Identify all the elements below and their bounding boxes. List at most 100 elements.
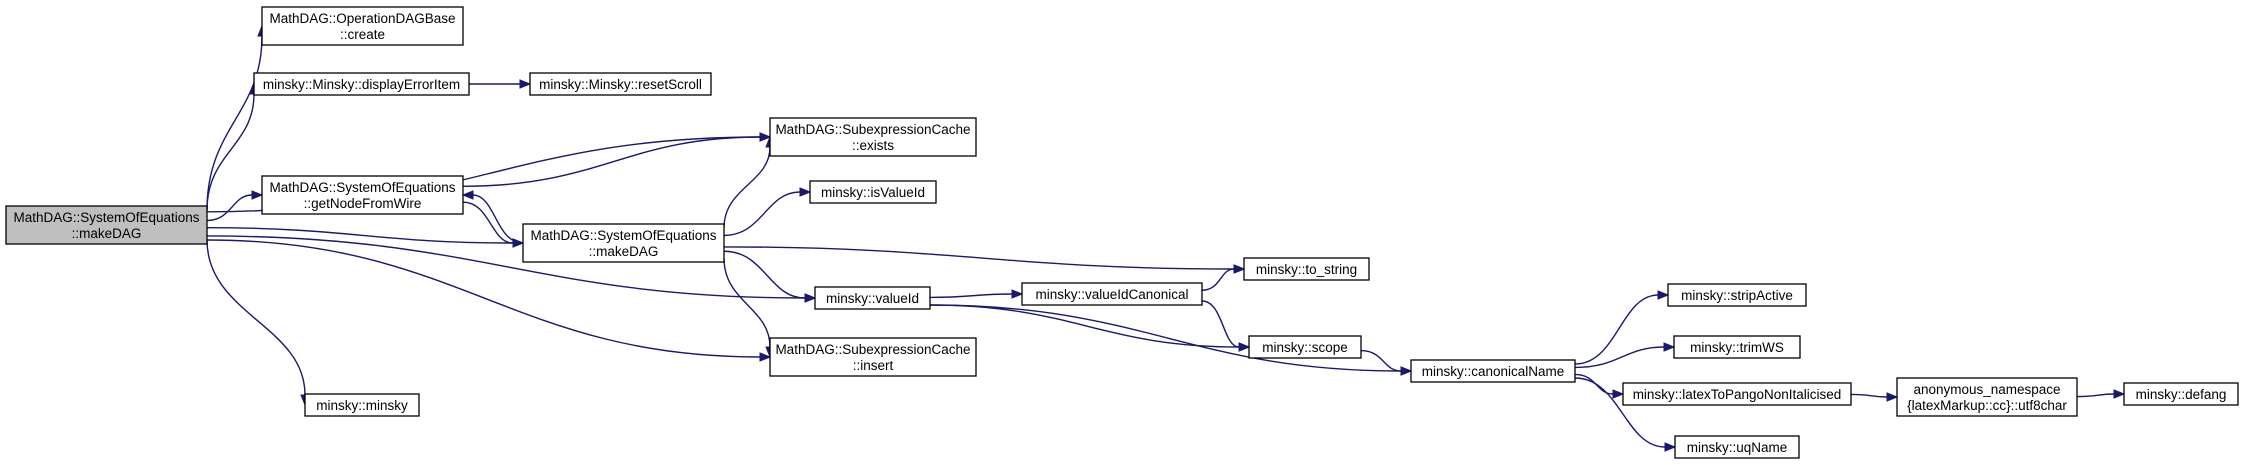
- edge-line: [472, 194, 524, 244]
- edge-line: [1574, 377, 1666, 448]
- edge-valueId-to-scope: [929, 304, 1251, 352]
- node-label: minsky::isValueId: [821, 185, 925, 200]
- edge-line: [206, 35, 263, 211]
- node-box: [1622, 382, 1852, 406]
- edge-line: [206, 239, 306, 396]
- edge-valueIdCanonical-to-to_string: [1201, 264, 1246, 291]
- edge-line: [206, 227, 514, 244]
- edge-line: [206, 194, 253, 222]
- node-valueId[interactable]: minsky::valueId: [814, 286, 931, 310]
- edge-line: [723, 146, 771, 229]
- node-label: minsky::latexToPangoNonItalicised: [1633, 387, 1842, 402]
- node-makeDAG2[interactable]: MathDAG::SystemOfEquations::makeDAG: [522, 223, 725, 263]
- node-box: [304, 393, 420, 417]
- edge-canonicalName-to-uqName: [1574, 377, 1677, 452]
- edge-line: [929, 304, 1240, 348]
- node-label: MathDAG::OperationDAGBase: [269, 11, 455, 26]
- edge-makeDAG_root-to-getNodeFromWire: [206, 190, 264, 222]
- node-scope[interactable]: minsky::scope: [1248, 335, 1362, 359]
- node-trimWS[interactable]: minsky::trimWS: [1673, 335, 1801, 359]
- edge-line: [1201, 268, 1235, 291]
- edge-line: [929, 293, 1013, 299]
- edge-canonicalName-to-trimWS: [1574, 342, 1676, 369]
- node-makeDAG_root[interactable]: MathDAG::SystemOfEquations::makeDAG: [5, 205, 208, 245]
- node-box: [1667, 283, 1807, 307]
- edge-line: [723, 191, 801, 237]
- edge-line: [462, 136, 761, 187]
- edge-line: [723, 257, 771, 348]
- node-box: [522, 223, 725, 263]
- node-label: ::makeDAG: [589, 244, 659, 259]
- node-OpDAGBase_create[interactable]: MathDAG::OperationDAGBase::create: [261, 6, 464, 46]
- node-label: {latexMarkup::cc}::utf8char: [1907, 398, 2067, 413]
- edge-displayErrorItem-to-resetScroll: [469, 79, 532, 89]
- node-resetScroll[interactable]: minsky::Minsky::resetScroll: [529, 72, 712, 96]
- node-valueIdCanonical[interactable]: minsky::valueIdCanonical: [1021, 282, 1203, 306]
- node-label: minsky::trimWS: [1690, 340, 1784, 355]
- node-defang[interactable]: minsky::defang: [2123, 382, 2239, 406]
- node-label: MathDAG::SystemOfEquations: [530, 228, 716, 243]
- node-box: [1021, 282, 1203, 306]
- arrowhead-icon: [804, 293, 817, 303]
- node-label: minsky::stripActive: [1681, 288, 1793, 303]
- node-to_string[interactable]: minsky::to_string: [1243, 257, 1370, 281]
- arrowhead-icon: [1238, 342, 1251, 352]
- edge-line: [723, 246, 1235, 270]
- node-label: minsky::to_string: [1256, 262, 1357, 277]
- node-getNodeFromWire[interactable]: MathDAG::SystemOfEquations::getNodeFromW…: [261, 175, 464, 215]
- node-box: [2123, 382, 2239, 406]
- edge-makeDAG2-to-valueId: [723, 250, 817, 303]
- node-box: [769, 337, 977, 377]
- edge-line: [462, 201, 514, 244]
- node-minsky_minsky[interactable]: minsky::minsky: [304, 393, 420, 417]
- node-label: minsky::valueIdCanonical: [1035, 287, 1188, 302]
- edge-makeDAG_root-to-OpDAGBase_create: [206, 24, 267, 211]
- edge-line: [2076, 393, 2115, 398]
- edge-makeDAG_root-to-cache_insert: [206, 239, 772, 362]
- edge-makeDAG2-to-cache_exists: [723, 135, 775, 229]
- node-isValueId[interactable]: minsky::isValueId: [809, 180, 937, 204]
- arrowhead-icon: [251, 190, 264, 200]
- node-label: MathDAG::SystemOfEquations: [13, 210, 199, 225]
- edge-latexToPango-to-utf8char: [1850, 392, 1899, 402]
- node-label: MathDAG::SystemOfEquations: [269, 180, 455, 195]
- node-canonicalName[interactable]: minsky::canonicalName: [1410, 359, 1576, 383]
- node-utf8char[interactable]: anonymous_namespace{latexMarkup::cc}::ut…: [1896, 377, 2078, 417]
- node-stripActive[interactable]: minsky::stripActive: [1667, 283, 1807, 307]
- node-label: minsky::minsky: [316, 398, 408, 413]
- edge-line: [206, 239, 761, 358]
- node-uqName[interactable]: minsky::uqName: [1674, 435, 1800, 459]
- node-label: minsky::scope: [1262, 340, 1348, 355]
- node-cache_insert[interactable]: MathDAG::SubexpressionCache::insert: [769, 337, 977, 377]
- edge-line: [1574, 373, 1614, 395]
- edge-line: [1574, 294, 1659, 365]
- node-cache_exists[interactable]: MathDAG::SubexpressionCache::exists: [769, 117, 977, 157]
- arrowhead-icon: [461, 190, 474, 200]
- edge-valueIdCanonical-to-scope: [1201, 300, 1251, 352]
- node-box: [529, 72, 712, 96]
- edge-utf8char-to-defang: [2076, 389, 2126, 399]
- node-box: [1896, 377, 2078, 417]
- node-displayErrorItem[interactable]: minsky::Minsky::displayErrorItem: [253, 72, 470, 96]
- edge-getNodeFromWire-to-cache_exists: [462, 132, 772, 187]
- edge-line: [206, 93, 255, 211]
- arrowhead-icon: [1657, 290, 1670, 300]
- node-label: minsky::uqName: [1687, 440, 1788, 455]
- node-label: ::makeDAG: [72, 226, 142, 241]
- edge-makeDAG2-to-isValueId: [723, 187, 812, 237]
- node-label: MathDAG::SubexpressionCache: [775, 342, 970, 357]
- edge-line: [723, 250, 806, 299]
- node-latexToPango[interactable]: minsky::latexToPangoNonItalicised: [1622, 382, 1852, 406]
- arrowhead-icon: [1612, 389, 1625, 399]
- edge-makeDAG2-to-cache_insert: [723, 257, 775, 359]
- call-graph-nodes: MathDAG::SystemOfEquations::makeDAGMathD…: [5, 6, 2239, 459]
- edge-line: [206, 235, 806, 299]
- node-box: [809, 180, 937, 204]
- node-label: minsky::defang: [2136, 387, 2227, 402]
- edge-makeDAG2-to-getNodeFromWire: [461, 190, 524, 244]
- node-box: [261, 6, 464, 46]
- edge-line: [929, 304, 1402, 372]
- node-box: [1248, 335, 1362, 359]
- arrowhead-icon: [1664, 442, 1677, 452]
- edge-makeDAG2-to-to_string: [723, 246, 1246, 274]
